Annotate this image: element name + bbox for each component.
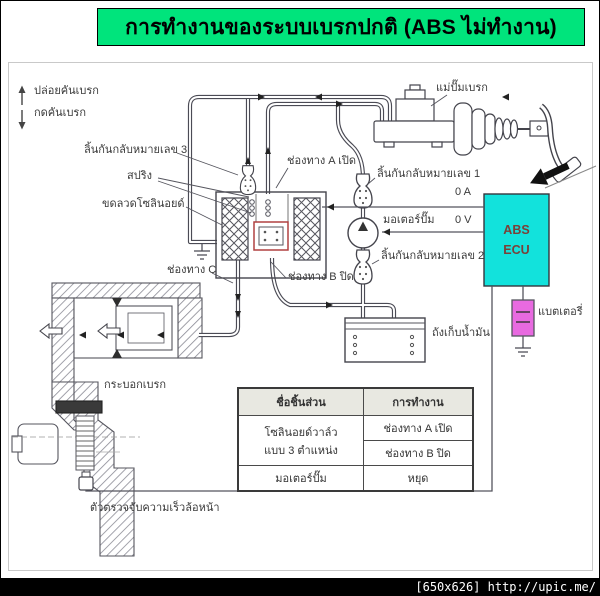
label-pump-motor: มอเตอร์ปั๊ม bbox=[383, 214, 435, 226]
pump-motor-drawing bbox=[347, 217, 379, 249]
label-check-valve-1: ลิ้นกันกลับหมายเลข 1 bbox=[377, 168, 481, 180]
table-row: ช่องทาง B ปิด bbox=[238, 440, 474, 466]
watermark-bar: [650x626] http://upic.me/ bbox=[0, 578, 600, 596]
brake-caliper-drawing bbox=[11, 282, 203, 557]
ecu-line2: ECU bbox=[503, 243, 530, 257]
label-master-cylinder: แม่ปั๊มเบรก bbox=[436, 82, 488, 94]
pedal-press-arrow-icon bbox=[530, 162, 570, 185]
pedal-direction-arrows-icon bbox=[18, 85, 26, 130]
ecu-line1: ABS bbox=[503, 223, 530, 237]
label-check-valve-2: ลิ้นกันกลับหมายเลข 2 bbox=[381, 250, 485, 262]
check-valve-2-drawing bbox=[353, 249, 373, 285]
oil-reservoir-drawing bbox=[344, 317, 426, 363]
battery-drawing bbox=[511, 299, 535, 357]
label-voltage-0v: 0 V bbox=[455, 214, 472, 226]
label-passage-c: ช่องทาง C bbox=[167, 264, 217, 276]
table-header-row: ชื่อชิ้นส่วน การทำงาน bbox=[237, 387, 474, 416]
leader-lines bbox=[157, 94, 448, 284]
cell-solenoid-name: โซลินอยด์วาล์ว แบบ 3 ตำแหน่ง bbox=[237, 415, 364, 466]
sensor-ring-drawing bbox=[75, 415, 95, 471]
master-cylinder-drawing bbox=[373, 84, 519, 156]
check-valve-3-drawing bbox=[239, 165, 257, 196]
brake-pedal-drawing bbox=[517, 103, 597, 189]
solenoid-name-line1: โซลินอยด์วาล์ว bbox=[264, 426, 338, 439]
operation-table: ชื่อชิ้นส่วน การทำงาน โซลินอยด์วาล์ว แบบ… bbox=[237, 387, 474, 492]
hydraulic-pipes bbox=[187, 94, 397, 338]
cell-solenoid-op-a: ช่องทาง A เปิด bbox=[363, 415, 474, 441]
label-reservoir: ถังเก็บน้ำมัน bbox=[432, 327, 490, 339]
label-check-valve-3: ลิ้นกันกลับหมายเลข 3 bbox=[84, 144, 188, 156]
label-passage-a: ช่องทาง A เปิด bbox=[287, 155, 356, 167]
table-header-operation: การทำงาน bbox=[363, 387, 474, 416]
label-passage-b: ช่องทาง B ปิด bbox=[288, 271, 354, 283]
cell-motor-op: หยุด bbox=[363, 465, 474, 492]
label-brake-cylinder: กระบอกเบรก bbox=[104, 379, 167, 391]
check-valve-1-drawing bbox=[353, 173, 373, 209]
cell-motor-name: มอเตอร์ปั๊ม bbox=[237, 465, 364, 492]
cell-solenoid-op-b: ช่องทาง B ปิด bbox=[363, 440, 474, 466]
watermark-text: [650x626] http://upic.me/ bbox=[415, 580, 596, 594]
label-solenoid-coil: ขดลวดโซลินอยด์ bbox=[102, 198, 185, 210]
abs-ecu-box bbox=[483, 193, 550, 287]
page-title-text: การทำงานของระบบเบรกปกติ (ABS ไม่ทำงาน) bbox=[125, 15, 557, 39]
solenoid-name-line2: แบบ 3 ตำแหน่ง bbox=[264, 444, 338, 457]
label-press-pedal: กดคันเบรก bbox=[34, 107, 86, 119]
label-wheel-speed-sensor: ตัวตรวจจับความเร็วล้อหน้า bbox=[90, 502, 220, 514]
solenoid-valve-drawing bbox=[194, 191, 327, 279]
label-battery: แบตเตอรี่ bbox=[538, 306, 583, 318]
label-release-pedal: ปล่อยคันเบรก bbox=[34, 85, 99, 97]
flow-arrows bbox=[79, 93, 509, 339]
table-row: โซลินอยด์วาล์ว แบบ 3 ตำแหน่ง ช่องทาง A เ… bbox=[237, 415, 474, 466]
page-title: การทำงานของระบบเบรกปกติ (ABS ไม่ทำงาน) bbox=[97, 8, 585, 46]
table-row: มอเตอร์ปั๊ม หยุด bbox=[237, 465, 474, 492]
table-header-part: ชื่อชิ้นส่วน bbox=[237, 387, 364, 416]
label-current-0a: 0 A bbox=[455, 186, 471, 198]
abs-ecu-label: ABS ECU bbox=[484, 194, 549, 286]
label-spring: สปริง bbox=[127, 170, 152, 182]
